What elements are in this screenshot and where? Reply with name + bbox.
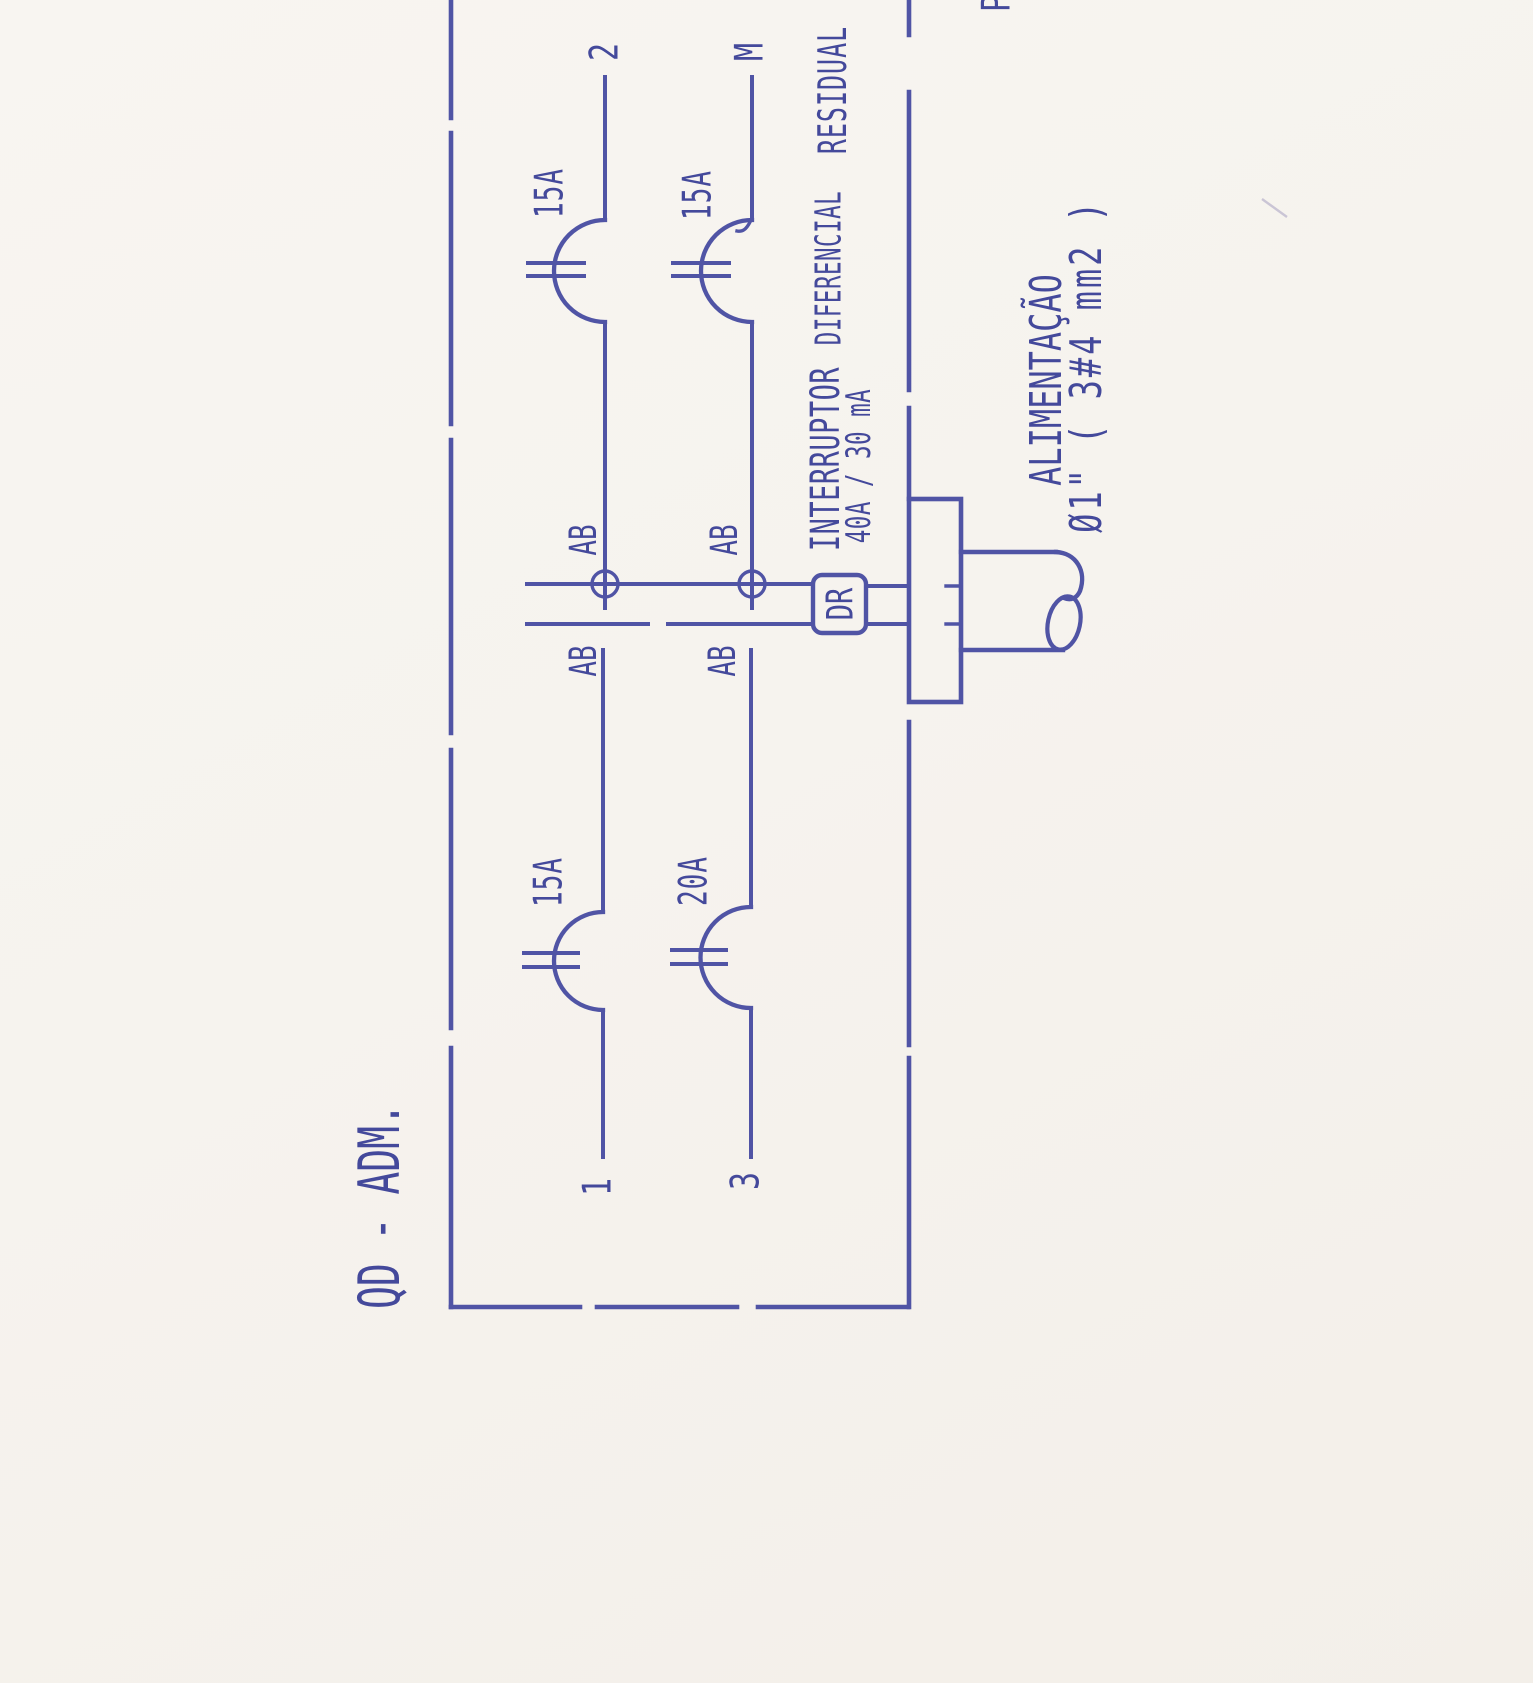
breaker-ticks-icon xyxy=(670,948,728,966)
feeder-label: ALIMENTAÇÃO xyxy=(1021,274,1071,486)
circuit-number: 2 xyxy=(583,43,628,61)
circuit-m: M 15A AB xyxy=(671,43,773,610)
breaker-ticks-icon xyxy=(522,951,580,969)
entrance-box xyxy=(906,496,964,705)
dr-output-wires xyxy=(864,584,911,626)
circuit-3: AB 20A 3 xyxy=(670,645,768,1190)
circuit-number: 1 xyxy=(576,1178,621,1196)
bus-tag-label: AB xyxy=(700,645,744,676)
breaker-ticks-icon xyxy=(526,261,586,278)
circuit-number: M xyxy=(728,43,773,61)
dr-rating-label: 40A / 30 mA xyxy=(838,389,878,543)
circuit-number: 3 xyxy=(724,1172,769,1190)
breaker-arc-icon xyxy=(551,217,608,325)
partial-letter-p: P xyxy=(975,0,1020,12)
entrance-box-outline xyxy=(906,496,964,705)
dr-description: INTERRUPTOR DIFERENCIAL RESIDUAL 40A / 3… xyxy=(802,26,878,551)
conduit-mouth-icon xyxy=(1045,594,1083,652)
breaker-arc-icon xyxy=(698,217,755,325)
conduit-pipe-end-curve xyxy=(1053,549,1085,602)
feeder-labels: ALIMENTAÇÃO Ø1" ( 3#4 mm2 ) xyxy=(1021,199,1111,533)
bus-tag-label: AB xyxy=(702,524,746,555)
entrance-box-wire-stubs xyxy=(944,584,960,626)
bus-tag-label: AB xyxy=(561,524,605,555)
circuit-1: AB 15A 1 xyxy=(522,645,621,1196)
conduit-spec-label: Ø1" ( 3#4 mm2 ) xyxy=(1061,199,1111,533)
breaker-rating-label: 20A xyxy=(670,856,716,906)
conduit-pipe xyxy=(958,549,1085,653)
dr-device: DR xyxy=(810,572,911,636)
dr-name-line-2: DIFERENCIAL xyxy=(808,191,850,345)
dr-box xyxy=(810,572,869,636)
breaker-rating-label: 15A xyxy=(525,857,571,907)
stray-mark xyxy=(1261,198,1288,218)
panel-title: QD - ADM. xyxy=(347,1103,413,1309)
panel-border xyxy=(448,0,912,1310)
breaker-ticks-icon xyxy=(671,261,731,278)
breaker-arrow-icon xyxy=(735,219,753,233)
dr-name-line-1: INTERRUPTOR xyxy=(802,367,849,551)
breaker-rating-label: 15A xyxy=(526,168,572,218)
feeder-buses xyxy=(525,582,815,626)
bus-tag-label: AB xyxy=(561,645,605,676)
dr-name-line-3: RESIDUAL xyxy=(810,26,855,154)
conduit-pipe-body xyxy=(958,549,1066,653)
breaker-arc-icon xyxy=(551,909,606,1013)
breaker-arc-icon xyxy=(698,904,754,1011)
circuit-2: 2 15A AB xyxy=(526,43,628,610)
breaker-rating-label: 15A xyxy=(674,170,720,220)
dr-label: DR xyxy=(818,587,861,620)
